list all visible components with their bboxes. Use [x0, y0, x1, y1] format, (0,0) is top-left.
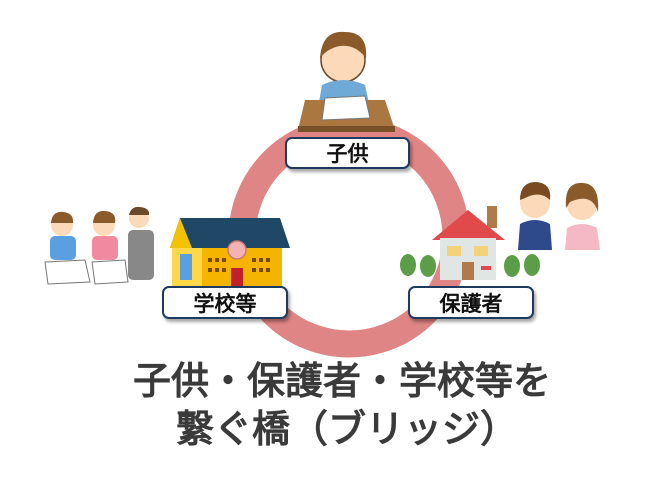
- node-guardian: 保護者: [408, 286, 534, 319]
- node-school: 学校等: [162, 286, 288, 319]
- node-guardian-label: 保護者: [439, 291, 503, 316]
- teacher-and-children-illustration: [44, 206, 154, 285]
- school-building-illustration: [170, 218, 290, 288]
- house-illustration: [400, 206, 540, 280]
- title-line-1: 子供・保護者・学校等を: [133, 359, 552, 403]
- node-child: 子供: [285, 137, 410, 169]
- node-child-label: 子供: [326, 142, 369, 166]
- node-school-label: 学校等: [193, 291, 257, 316]
- title-line-2: 繋ぐ橋（ブリッジ）: [176, 407, 519, 451]
- parents-illustration: [518, 182, 600, 250]
- child-studying-illustration: [298, 31, 395, 132]
